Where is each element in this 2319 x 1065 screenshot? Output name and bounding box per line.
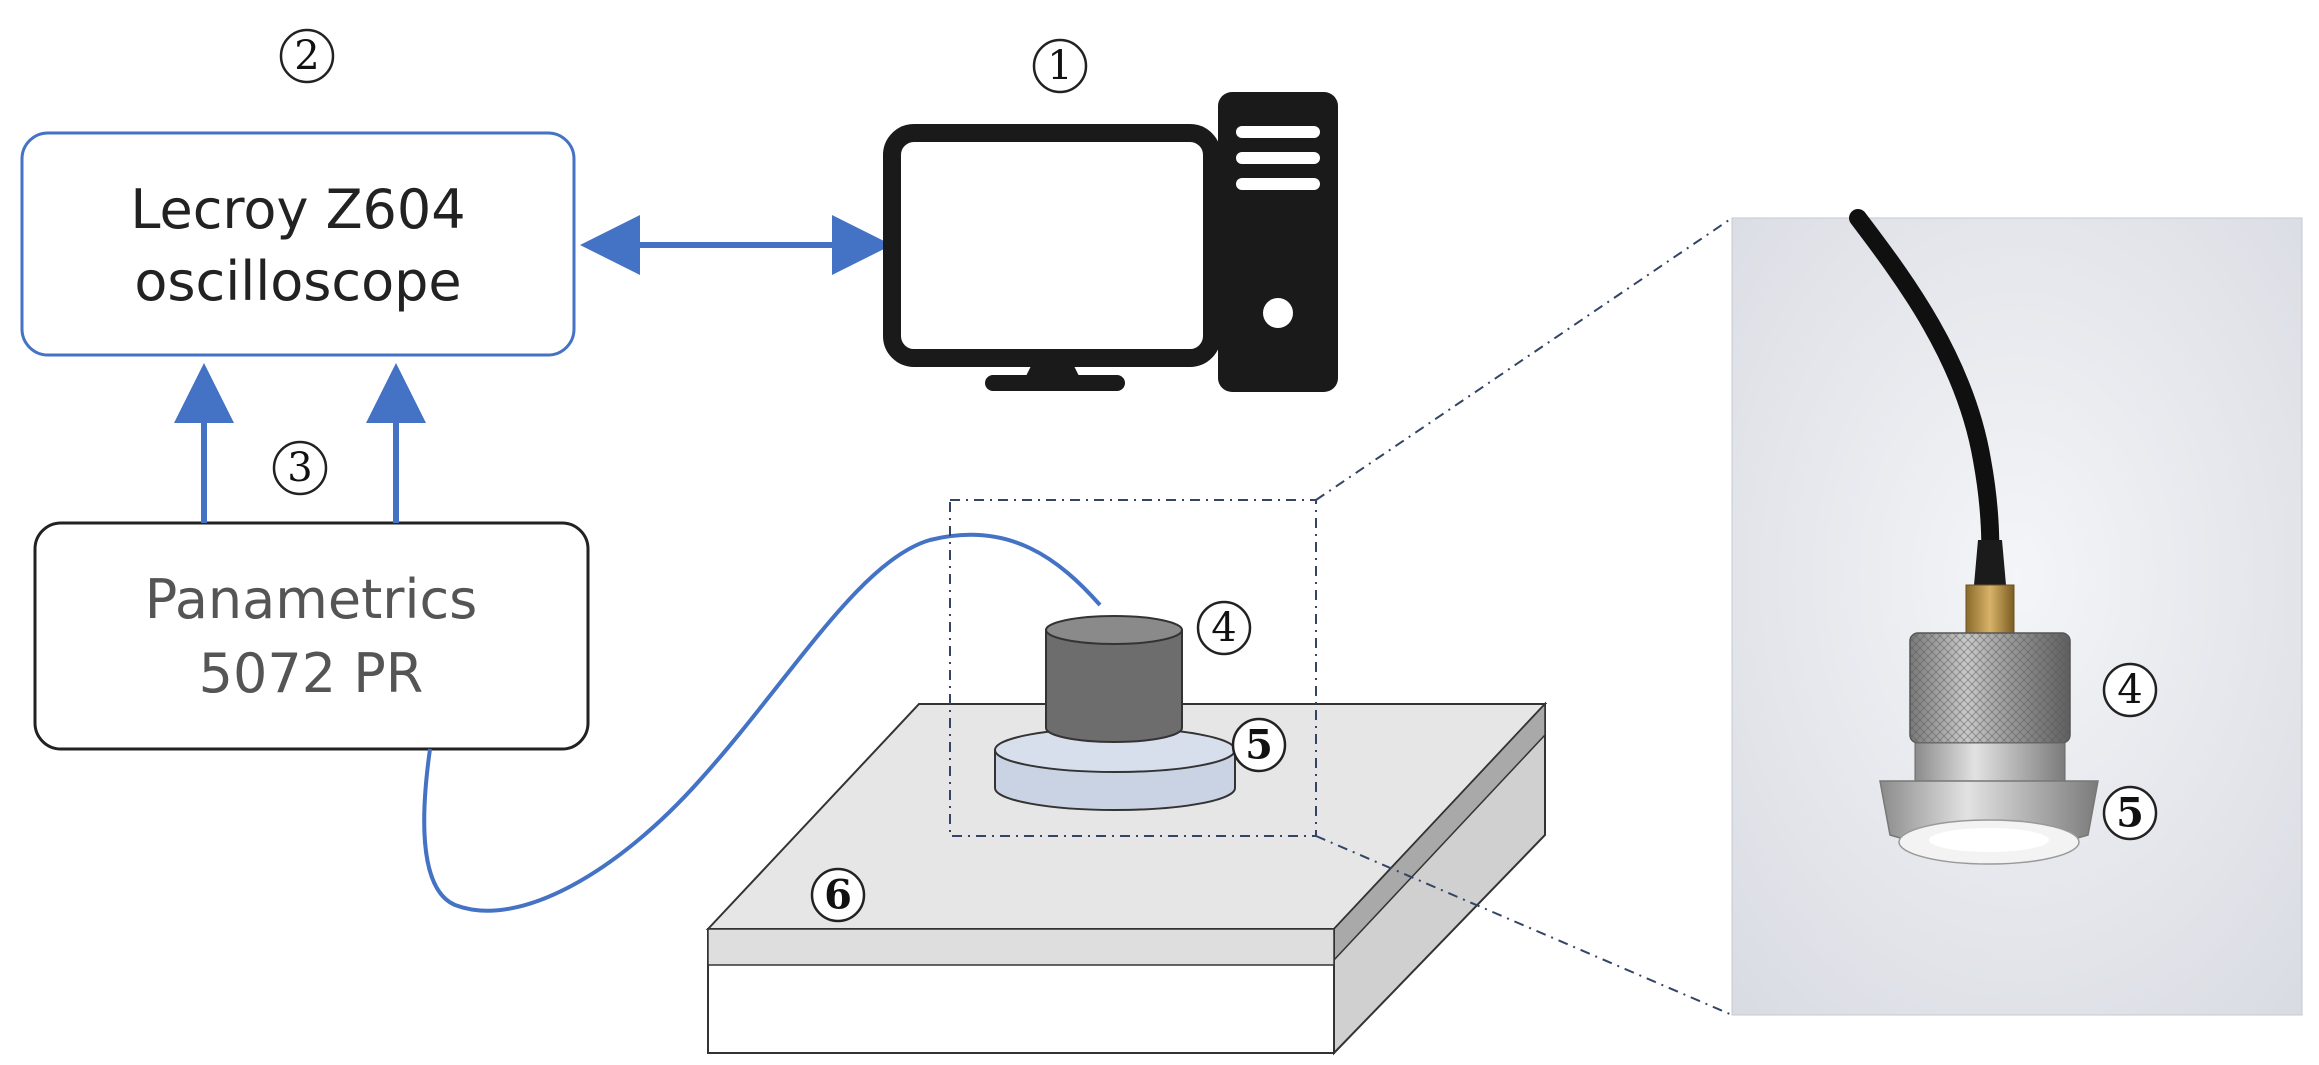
oscilloscope-label-line2: oscilloscope — [134, 250, 461, 313]
svg-text:2: 2 — [294, 33, 319, 79]
transducer — [1045, 615, 1183, 743]
computer-icon — [883, 92, 1338, 392]
pulser-label-line1: Panametrics — [145, 568, 478, 631]
zoom-region — [949, 217, 1733, 1016]
transducer-photo — [1731, 209, 2303, 1016]
pulser-label-line2: 5072 PR — [199, 642, 424, 705]
marker-transducer: 4 — [1196, 600, 1252, 656]
svg-text:4: 4 — [2117, 667, 2142, 713]
pulser-receiver-box: Panametrics 5072 PR — [33, 521, 590, 751]
marker-photo-transducer: 4 — [2102, 662, 2158, 718]
connection-arrows — [174, 215, 892, 523]
marker-cables: 3 — [272, 440, 328, 496]
specimen-plate — [705, 701, 1548, 1056]
svg-text:6: 6 — [824, 872, 852, 919]
svg-text:4: 4 — [1211, 605, 1236, 651]
marker-specimen: 6 — [810, 867, 866, 923]
svg-text:3: 3 — [287, 445, 312, 491]
marker-delay-line: 5 — [1231, 717, 1287, 773]
oscilloscope-box: Lecroy Z604 oscilloscope — [20, 131, 576, 357]
transducer-cable — [422, 532, 1102, 913]
marker-photo-delay-line: 5 — [2102, 785, 2158, 841]
svg-text:5: 5 — [1245, 722, 1273, 769]
oscilloscope-label-line1: Lecroy Z604 — [130, 178, 465, 241]
marker-computer: 1 — [1032, 38, 1088, 94]
svg-text:1: 1 — [1047, 43, 1072, 89]
marker-oscilloscope: 2 — [279, 28, 335, 84]
svg-text:5: 5 — [2116, 790, 2144, 837]
